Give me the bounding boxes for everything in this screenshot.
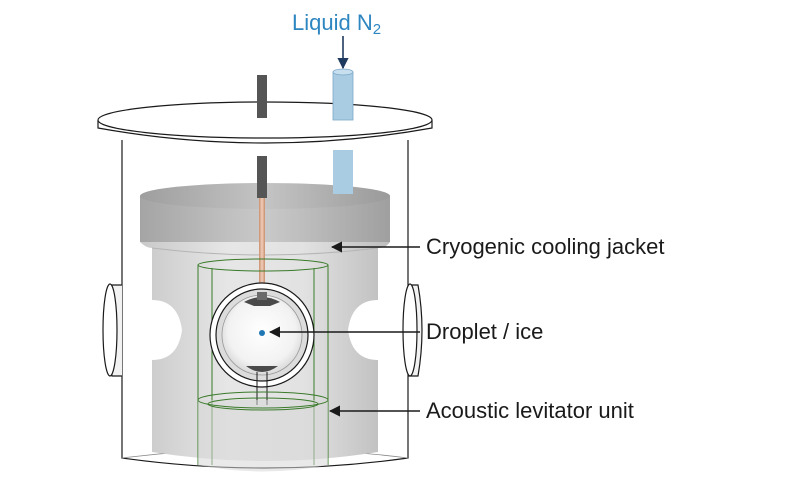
- right-viewport: [402, 283, 423, 377]
- left-viewport: [102, 283, 122, 377]
- label-droplet: Droplet / ice: [426, 319, 544, 344]
- label-liquid-n2: Liquid N2: [292, 10, 382, 38]
- levitator-base: [197, 391, 329, 472]
- label-cooling-jacket: Cryogenic cooling jacket: [426, 234, 665, 259]
- label-levitator: Acoustic levitator unit: [426, 398, 634, 423]
- droplet-marker: [259, 330, 265, 336]
- levitation-cell: [209, 282, 315, 405]
- probe-rod: [257, 75, 267, 296]
- n2-tube: [332, 68, 354, 194]
